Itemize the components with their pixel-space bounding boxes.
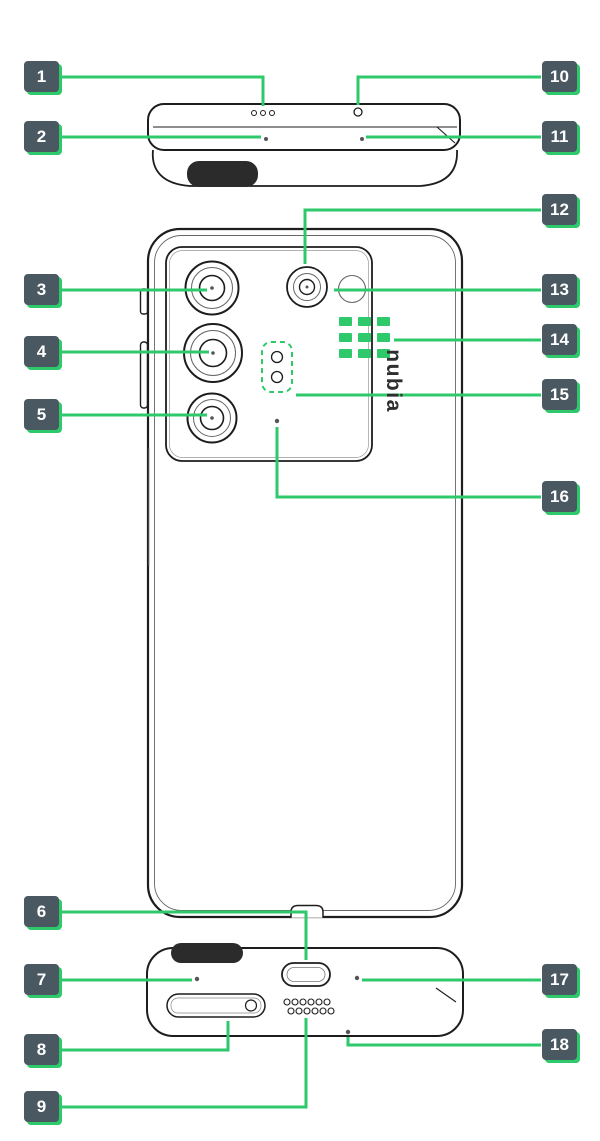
- leader-line-12: [303, 208, 541, 264]
- back-view-illustration: [139, 227, 464, 919]
- leader-line-6: [59, 910, 308, 960]
- callout-10: 10: [542, 61, 577, 92]
- callout-16: 16: [542, 481, 577, 512]
- top-mic-hole-1: [251, 110, 257, 116]
- callout-7: 7: [24, 964, 59, 995]
- callout-6: 6: [24, 896, 59, 927]
- leader-lines: [59, 75, 541, 1109]
- flash-marker-box: [261, 341, 293, 393]
- leader-line-16: [275, 427, 541, 499]
- top-small-hole-right: [360, 137, 364, 141]
- top-mic-hole-2: [260, 110, 266, 116]
- top-mic-hole-3: [269, 110, 275, 116]
- top-lower-body: [151, 149, 458, 187]
- sim-eject-hole: [244, 999, 258, 1012]
- top-view-illustration: [147, 103, 461, 187]
- callout-8: 8: [24, 1034, 59, 1065]
- camera-lens-3: [186, 392, 238, 444]
- leader-line-10: [356, 75, 541, 105]
- callout-12: 12: [542, 194, 577, 225]
- leader-line-1: [59, 75, 265, 106]
- callout-2: 2: [24, 121, 59, 152]
- callout-13: 13: [542, 274, 577, 305]
- callout-11: 11: [542, 121, 577, 152]
- power-button: [139, 288, 149, 315]
- callout-3: 3: [24, 274, 59, 305]
- bottom-small-hole: [345, 1029, 351, 1035]
- callout-17: 17: [542, 964, 577, 995]
- callout-1: 1: [24, 61, 59, 92]
- bottom-mic-hole-right: [354, 975, 360, 981]
- callout-14: 14: [542, 324, 577, 355]
- callout-4: 4: [24, 336, 59, 367]
- top-sensor-hole: [353, 107, 363, 117]
- callout-18: 18: [542, 1029, 577, 1060]
- camera-lens-1: [184, 260, 240, 316]
- top-edge-body: [147, 103, 461, 151]
- top-small-hole-left: [264, 137, 268, 141]
- leader-line-8: [59, 1021, 230, 1052]
- leader-line-9: [59, 1018, 308, 1109]
- bottom-hinge-cap: [171, 943, 243, 963]
- bottom-right-seam: [435, 987, 457, 1003]
- usb-c-port: [281, 962, 331, 987]
- top-hinge-cap: [187, 161, 258, 187]
- callout-15: 15: [542, 379, 577, 410]
- back-body-outline: [146, 227, 464, 919]
- callout-5: 5: [24, 399, 59, 430]
- leader-line-18: [346, 1037, 541, 1047]
- camera-lens-small: [286, 266, 328, 308]
- sim-tray: [166, 993, 266, 1018]
- brand-logo: nubia: [382, 349, 405, 413]
- rear-mic-hole: [274, 418, 280, 424]
- mmwave-antenna-marker: [339, 317, 390, 358]
- bottom-mic-hole-left: [194, 976, 200, 982]
- back-body-inner-line: [154, 235, 456, 911]
- flash-unit: [261, 341, 293, 393]
- speaker-holes: [283, 998, 335, 1015]
- camera-module: [165, 246, 373, 462]
- top-right-seam: [436, 126, 456, 144]
- callout-9: 9: [24, 1091, 59, 1122]
